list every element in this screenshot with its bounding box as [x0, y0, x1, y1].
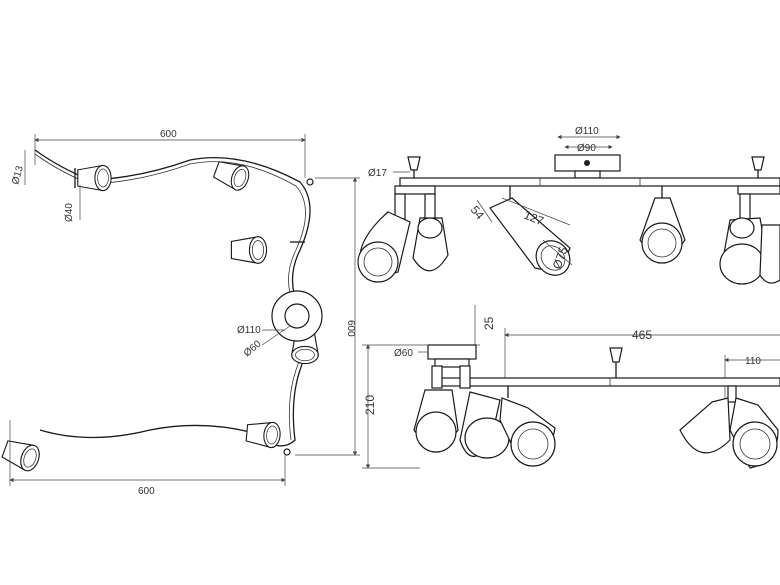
dim-side-canopy: Ø60 — [394, 348, 413, 359]
side-view: 25 465 110 Ø60 210 — [362, 305, 780, 469]
dim-canopy-height: 25 — [482, 316, 496, 330]
dim-rod-diameter: Ø17 — [368, 168, 387, 179]
dim-spacing: 465 — [632, 328, 652, 342]
dim-total-height: 210 — [363, 395, 377, 415]
side-shade — [415, 411, 457, 453]
canopy-inner-circle — [284, 303, 310, 329]
dim-shade-depth: 54 — [468, 203, 488, 222]
dim-shade-diameter: Ø40 — [64, 203, 75, 222]
dim-side-height: 600 — [345, 320, 356, 337]
front-view: Ø110 Ø90 Ø17 54 127 — [357, 126, 780, 285]
spot-icon — [0, 435, 44, 474]
spot-icon — [230, 236, 268, 264]
dim-arm-spacing: 110 — [745, 356, 761, 367]
dim-front-canopy-inner: Ø90 — [577, 143, 596, 154]
side-canopy — [427, 344, 477, 360]
front-rod — [399, 177, 780, 187]
spot-icon — [245, 419, 282, 449]
dim-bottom-width: 600 — [138, 486, 155, 497]
spot-icon — [77, 164, 112, 192]
dim-top-width: 600 — [160, 129, 177, 140]
dim-cable-diameter: Ø13 — [10, 164, 26, 186]
top-view: 600 Ø13 Ø40 Ø110 Ø60 600 — [0, 129, 360, 497]
dim-canopy-inner: Ø60 — [242, 338, 264, 359]
dim-canopy-outer: Ø110 — [237, 325, 261, 336]
cable-serpentine — [34, 149, 311, 447]
dim-front-canopy-outer: Ø110 — [575, 126, 599, 137]
